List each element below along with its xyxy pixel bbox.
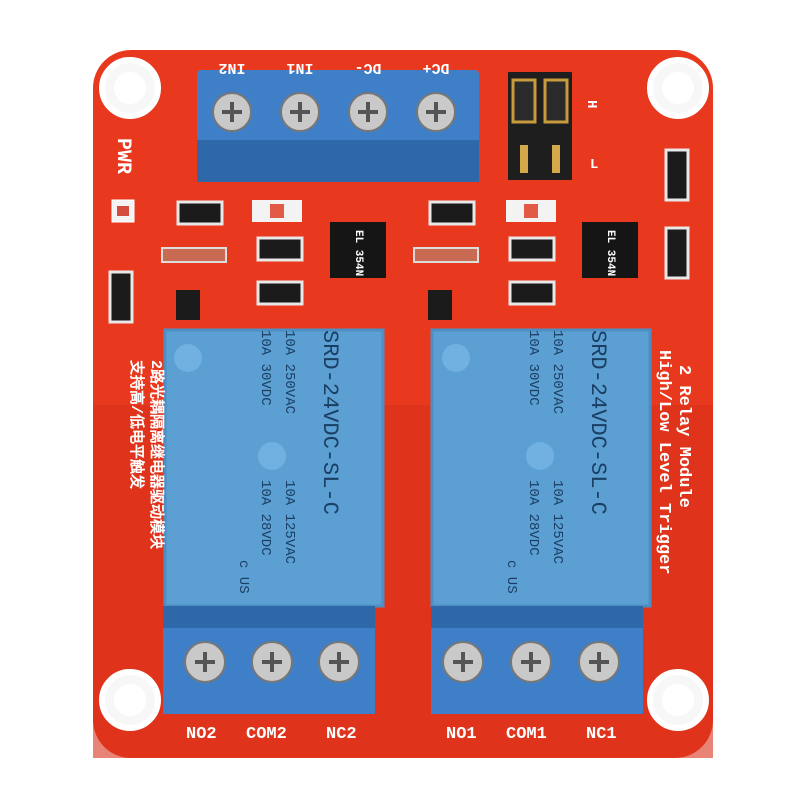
svg-text:SRD-24VDC-SL-C: SRD-24VDC-SL-C — [317, 330, 342, 515]
led-power — [111, 199, 135, 223]
svg-text:10A 28VDC: 10A 28VDC — [525, 480, 541, 556]
output-terminal-block-2 — [163, 606, 375, 714]
svg-text:10A 30VDC: 10A 30VDC — [525, 330, 541, 406]
output-terminal-block-1 — [431, 606, 643, 714]
relay-2: SRD-24VDC-SL-C 10A 250VAC 10A 30VDC 10A … — [163, 328, 385, 608]
svg-text:EL 354N: EL 354N — [352, 230, 364, 276]
transistor — [176, 290, 452, 320]
led-channel-1 — [252, 200, 302, 222]
svg-text:SRD-24VDC-SL-C: SRD-24VDC-SL-C — [585, 330, 610, 515]
svg-text:10A 30VDC: 10A 30VDC — [257, 330, 273, 406]
svg-text:c US: c US — [235, 560, 251, 594]
optocoupler-1: EL 354N — [330, 222, 386, 278]
module-title: 2 Relay Module High/Low Level Trigger — [654, 350, 693, 574]
label-dc-plus: DC+ — [422, 59, 449, 76]
mounting-hole-top-left — [99, 57, 161, 119]
diode — [161, 247, 479, 263]
jumper-header — [508, 72, 572, 180]
label-nc1: NC1 — [586, 725, 617, 744]
svg-text:2 Relay Module: 2 Relay Module — [674, 365, 693, 508]
label-in1: IN1 — [286, 59, 313, 76]
svg-text:10A 28VDC: 10A 28VDC — [257, 480, 273, 556]
pwr-label: PWR — [111, 138, 134, 174]
jumper-label-h: H — [583, 100, 599, 108]
svg-text:c US: c US — [503, 560, 519, 594]
smd-resistor — [108, 148, 690, 324]
mounting-hole-top-right — [647, 57, 709, 119]
label-com1: COM1 — [506, 725, 547, 744]
input-terminal-labels: IN2 IN1 DC- DC+ — [218, 59, 449, 76]
svg-text:支持高/低电平触发: 支持高/低电平触发 — [127, 359, 146, 490]
optocoupler-2: EL 354N — [582, 222, 638, 278]
label-no1: NO1 — [446, 725, 477, 744]
svg-text:2路光耦隔离继电器驱动模块: 2路光耦隔离继电器驱动模块 — [147, 360, 166, 550]
label-in2: IN2 — [218, 59, 245, 76]
svg-text:10A 250VAC: 10A 250VAC — [281, 330, 297, 414]
svg-text:EL 354N: EL 354N — [604, 230, 616, 276]
svg-text:10A 250VAC: 10A 250VAC — [549, 330, 565, 414]
label-com2: COM2 — [246, 725, 287, 744]
svg-text:10A 125VAC: 10A 125VAC — [281, 480, 297, 564]
input-terminal-block — [197, 70, 479, 182]
label-nc2: NC2 — [326, 725, 357, 744]
mounting-hole-bottom-left — [99, 669, 161, 731]
label-dc-minus: DC- — [354, 59, 381, 76]
output-labels: NO2 COM2 NC2 NO1 COM1 NC1 — [186, 725, 617, 744]
mounting-hole-bottom-right — [647, 669, 709, 731]
led-channel-2 — [506, 200, 556, 222]
label-no2: NO2 — [186, 725, 217, 744]
jumper-label-l: L — [590, 157, 598, 173]
svg-text:High/Low Level Trigger: High/Low Level Trigger — [654, 350, 673, 574]
chinese-description: 2路光耦隔离继电器驱动模块 支持高/低电平触发 — [127, 359, 166, 550]
relay-1: SRD-24VDC-SL-C 10A 250VAC 10A 30VDC 10A … — [430, 328, 652, 608]
svg-text:10A 125VAC: 10A 125VAC — [549, 480, 565, 564]
